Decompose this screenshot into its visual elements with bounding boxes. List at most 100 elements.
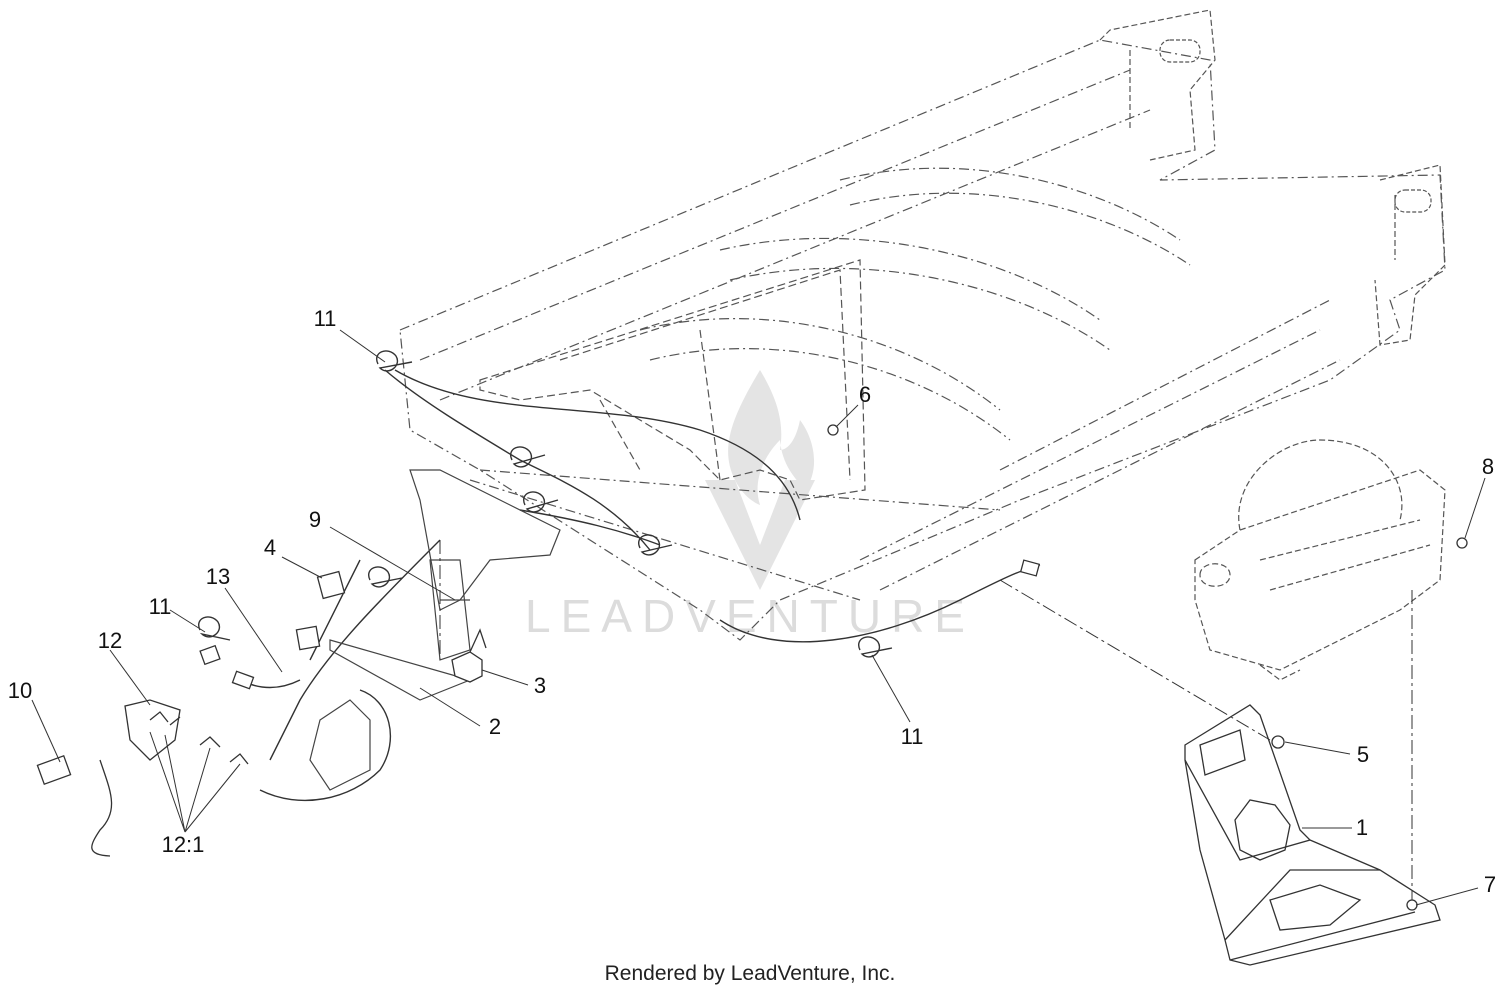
callout-12-1: 12:1 [162,832,205,857]
bolt-8 [1456,537,1468,549]
frame-crossmember-2 [719,237,1111,351]
callout-11-top: 11 [314,306,337,331]
frame-rear-bracket-side [1374,164,1446,346]
leader-7 [1415,887,1479,906]
bracket-base [1224,869,1416,961]
callout-12: 12 [98,628,122,653]
tank-body [1194,469,1446,671]
leader-8 [1464,477,1486,539]
callout-7: 7 [1484,872,1496,897]
leader-12-1 [149,731,241,833]
leader-10 [31,699,61,763]
leader-11c [871,654,911,723]
bracket-cutout-base [1269,884,1362,931]
callout-5: 5 [1357,742,1369,767]
harness-run-left [239,539,441,761]
callout-4: 4 [264,535,276,560]
leadventure-watermark: LEADVENTURE [525,370,965,642]
rear-bracket-slot-2 [1394,189,1432,213]
leader-3 [481,669,529,686]
leader-4 [281,556,323,579]
frame-outline [399,39,1446,641]
harness-run-lower [259,689,392,802]
leader-5 [1284,741,1351,755]
callout-1: 1 [1356,815,1368,840]
bracket-slot [1199,729,1246,776]
leader-2 [419,687,481,727]
harness-clip-12 [124,699,181,761]
relay-component-10 [36,754,72,786]
relay-component-4b [295,625,321,651]
connector-13 [231,670,255,690]
callout-6: 6 [859,382,871,407]
connector-rear [1019,559,1041,577]
switch-component-3 [451,628,487,683]
harness-run-mid [519,509,661,546]
leader-11b [169,609,206,633]
dash-line-tank-5 [999,579,1271,741]
harness-run-right [719,564,1041,643]
wire-harness-main [239,369,1041,802]
fuel-tank [1194,439,1446,681]
callout-13: 13 [206,564,230,589]
frame-left-rail [419,69,1151,601]
console-upper-shroud [409,469,561,611]
connector-11b [199,644,221,666]
wire-clip-left [198,616,231,641]
callout-2: 2 [489,714,501,739]
callout-11-left: 11 [149,594,172,619]
frame-front-plate [479,259,866,501]
callout-10: 10 [8,678,32,703]
wire-clip-mid-3 [638,534,673,556]
callout-11-bottom: 11 [901,724,924,749]
bolt-7 [1406,899,1418,911]
mower-frame [399,9,1446,641]
mounting-bracket [1184,704,1441,966]
frame-crossmember-1 [639,317,1011,441]
frame-inner-panel [559,269,851,481]
frame-right-rail [859,299,1341,591]
control-console [309,469,561,791]
nut-6 [827,424,839,436]
console-module [309,699,371,791]
frame-rear-bracket-top [1099,9,1216,161]
rear-bracket-slot-1 [1159,39,1201,63]
tank-cap [1199,563,1231,587]
callout-8: 8 [1482,454,1494,479]
console-column [429,559,471,661]
leader-11a [339,329,386,363]
components [36,424,1468,911]
wire-clips [198,350,893,658]
relay-component-4 [316,570,346,600]
wire-clip-top [376,350,413,372]
leader-12 [109,649,151,706]
bracket-cutout [1234,799,1291,861]
tank-foot [1259,664,1301,681]
wire-clip-mid-2 [523,491,559,513]
frame-crossmember-3 [839,167,1191,266]
bolt-5 [1271,735,1285,749]
pigtail-wire [91,759,113,857]
leader-6 [835,404,859,428]
leader-9 [329,526,456,601]
wire-clip-mid-1 [510,446,546,468]
v-logo-icon [705,480,815,590]
tank-gauge [1259,519,1431,591]
wire-clip-seat [368,566,403,588]
wire-clip-right [858,636,893,658]
render-credit-footer: Rendered by LeadVenture, Inc. [604,962,896,985]
switch-bank-12 [149,711,249,765]
console-plate [329,639,472,701]
bracket-back-plate [1184,704,1312,861]
leader-13 [224,587,283,673]
callout-labels: 11 6 8 9 4 13 11 12 10 3 2 11 5 1 12:1 7 [8,306,1496,897]
leader-lines [31,329,1486,906]
bracket-side [1184,759,1441,966]
callout-3: 3 [534,673,546,698]
tank-dome [1238,439,1403,531]
harness-run-front [394,369,801,521]
flame-logo-icon [728,370,815,505]
harness-run-upper [384,369,651,551]
